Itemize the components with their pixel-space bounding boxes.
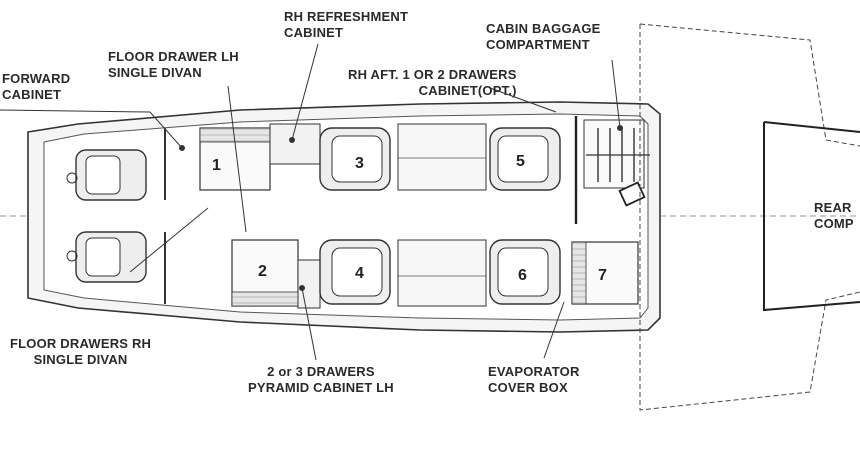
label-cabin-baggage: CABIN BAGGAGE COMPARTMENT bbox=[486, 21, 601, 53]
label-line: PYRAMID CABINET LH bbox=[248, 380, 394, 395]
label-line: SINGLE DIVAN bbox=[33, 352, 128, 367]
number-6: 6 bbox=[518, 267, 527, 284]
seat-3 bbox=[319, 127, 391, 191]
number-4: 4 bbox=[355, 265, 364, 282]
cockpit-seat-right bbox=[66, 231, 147, 283]
label-floor-drawer-lh: FLOOR DRAWER LH SINGLE DIVAN bbox=[108, 49, 239, 81]
divan-1 bbox=[199, 127, 271, 191]
label-line: COMPARTMENT bbox=[486, 37, 590, 52]
label-line: COVER BOX bbox=[488, 380, 568, 395]
baggage-door-latch bbox=[618, 181, 646, 207]
label-evaporator-cover-box: EVAPORATOR COVER BOX bbox=[488, 364, 580, 396]
label-line: RH AFT. 1 OR 2 DRAWERS bbox=[348, 67, 517, 82]
club-table-lower bbox=[397, 239, 487, 307]
label-rear-compartment: REAR COMP bbox=[814, 200, 854, 232]
label-line: COMP bbox=[814, 216, 854, 231]
label-line: CABINET bbox=[2, 87, 62, 102]
label-line: CABIN BAGGAGE bbox=[486, 21, 601, 36]
cabin-baggage-compartment bbox=[583, 119, 650, 189]
label-pyramid-cabinet: 2 or 3 DRAWERS PYRAMID CABINET LH bbox=[248, 364, 394, 396]
label-forward-cabinet: FORWARD CABINET bbox=[2, 71, 70, 103]
label-floor-drawers-rh: FLOOR DRAWERS RH SINGLE DIVAN bbox=[10, 336, 151, 368]
leader-lines bbox=[0, 43, 623, 361]
label-line: CABINET bbox=[284, 25, 344, 40]
label-line: REAR bbox=[814, 200, 852, 215]
number-7: 7 bbox=[598, 267, 607, 284]
label-line: FLOOR DRAWERS RH bbox=[10, 336, 152, 351]
seat-6 bbox=[489, 239, 561, 305]
rear-compartment bbox=[763, 121, 860, 312]
number-1: 1 bbox=[212, 157, 221, 174]
label-rh-refreshment-cabinet: RH REFRESHMENT CABINET bbox=[284, 9, 408, 41]
seat-7 bbox=[571, 241, 639, 305]
pyramid-cabinet-lh bbox=[297, 259, 321, 309]
label-line: FORWARD bbox=[2, 71, 71, 86]
label-line: EVAPORATOR bbox=[488, 364, 580, 379]
label-rh-aft-cabinet: RH AFT. 1 OR 2 DRAWERS CABINET(OPT.) bbox=[348, 67, 517, 99]
label-line: FLOOR DRAWER LH bbox=[108, 49, 239, 64]
label-line: SINGLE DIVAN bbox=[108, 65, 202, 80]
label-line: 2 or 3 DRAWERS bbox=[267, 364, 375, 379]
cockpit-seat-left bbox=[66, 149, 147, 201]
number-5: 5 bbox=[516, 153, 525, 170]
number-2: 2 bbox=[258, 263, 267, 280]
label-line: RH REFRESHMENT bbox=[284, 9, 409, 24]
label-line: CABINET(OPT.) bbox=[418, 83, 517, 98]
club-table-upper bbox=[397, 123, 487, 191]
seat-5 bbox=[489, 127, 561, 191]
number-3: 3 bbox=[355, 155, 364, 172]
rear-fuselage bbox=[639, 23, 860, 411]
seat-4 bbox=[319, 239, 391, 305]
